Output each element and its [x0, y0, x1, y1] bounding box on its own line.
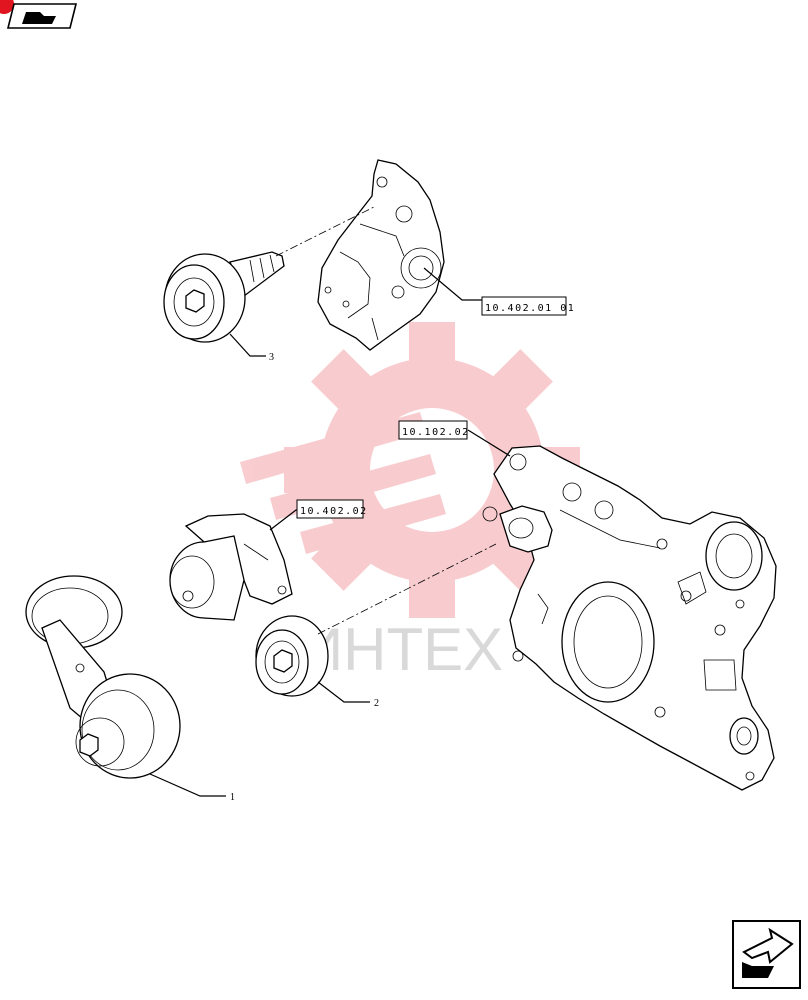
- leader-item-1: [149, 773, 226, 797]
- next-page-arrow-icon[interactable]: [732, 920, 801, 989]
- ref-10-402-02[interactable]: 10.402.02: [296, 499, 368, 519]
- svg-text:10.402.01 01: 10.402.01 01: [485, 303, 575, 314]
- svg-text:10.402.02: 10.402.02: [300, 506, 368, 517]
- svg-text:10.102.02: 10.102.02: [402, 427, 470, 438]
- leader-item-2: [317, 681, 370, 703]
- corner-badge: [0, 0, 14, 14]
- item-number-1: 1: [230, 792, 235, 803]
- idler-pulley-item-3: [163, 251, 285, 343]
- leader-dash-item-3: [275, 205, 377, 257]
- leader-item-3: [229, 333, 266, 357]
- idler-pulley-item-2: [255, 615, 329, 697]
- engine-front-cover: [482, 445, 777, 791]
- watermark-text: ИНТЕХ: [300, 616, 503, 683]
- ref-10-402-01-01[interactable]: 10.402.01 01: [423, 267, 575, 316]
- auto-tensioner-item-1: [25, 575, 181, 779]
- ref-10-102-02[interactable]: 10.102.02: [398, 420, 470, 440]
- leader-dash-item-2: [317, 543, 497, 635]
- item-number-3: 3: [269, 352, 274, 363]
- item-number-2: 2: [374, 698, 379, 709]
- upper-bracket: [317, 159, 445, 351]
- belt-tensioner: [169, 513, 293, 621]
- leader-ref-10-102-02: [467, 429, 511, 457]
- open-book-arrow-icon[interactable]: [0, 0, 78, 29]
